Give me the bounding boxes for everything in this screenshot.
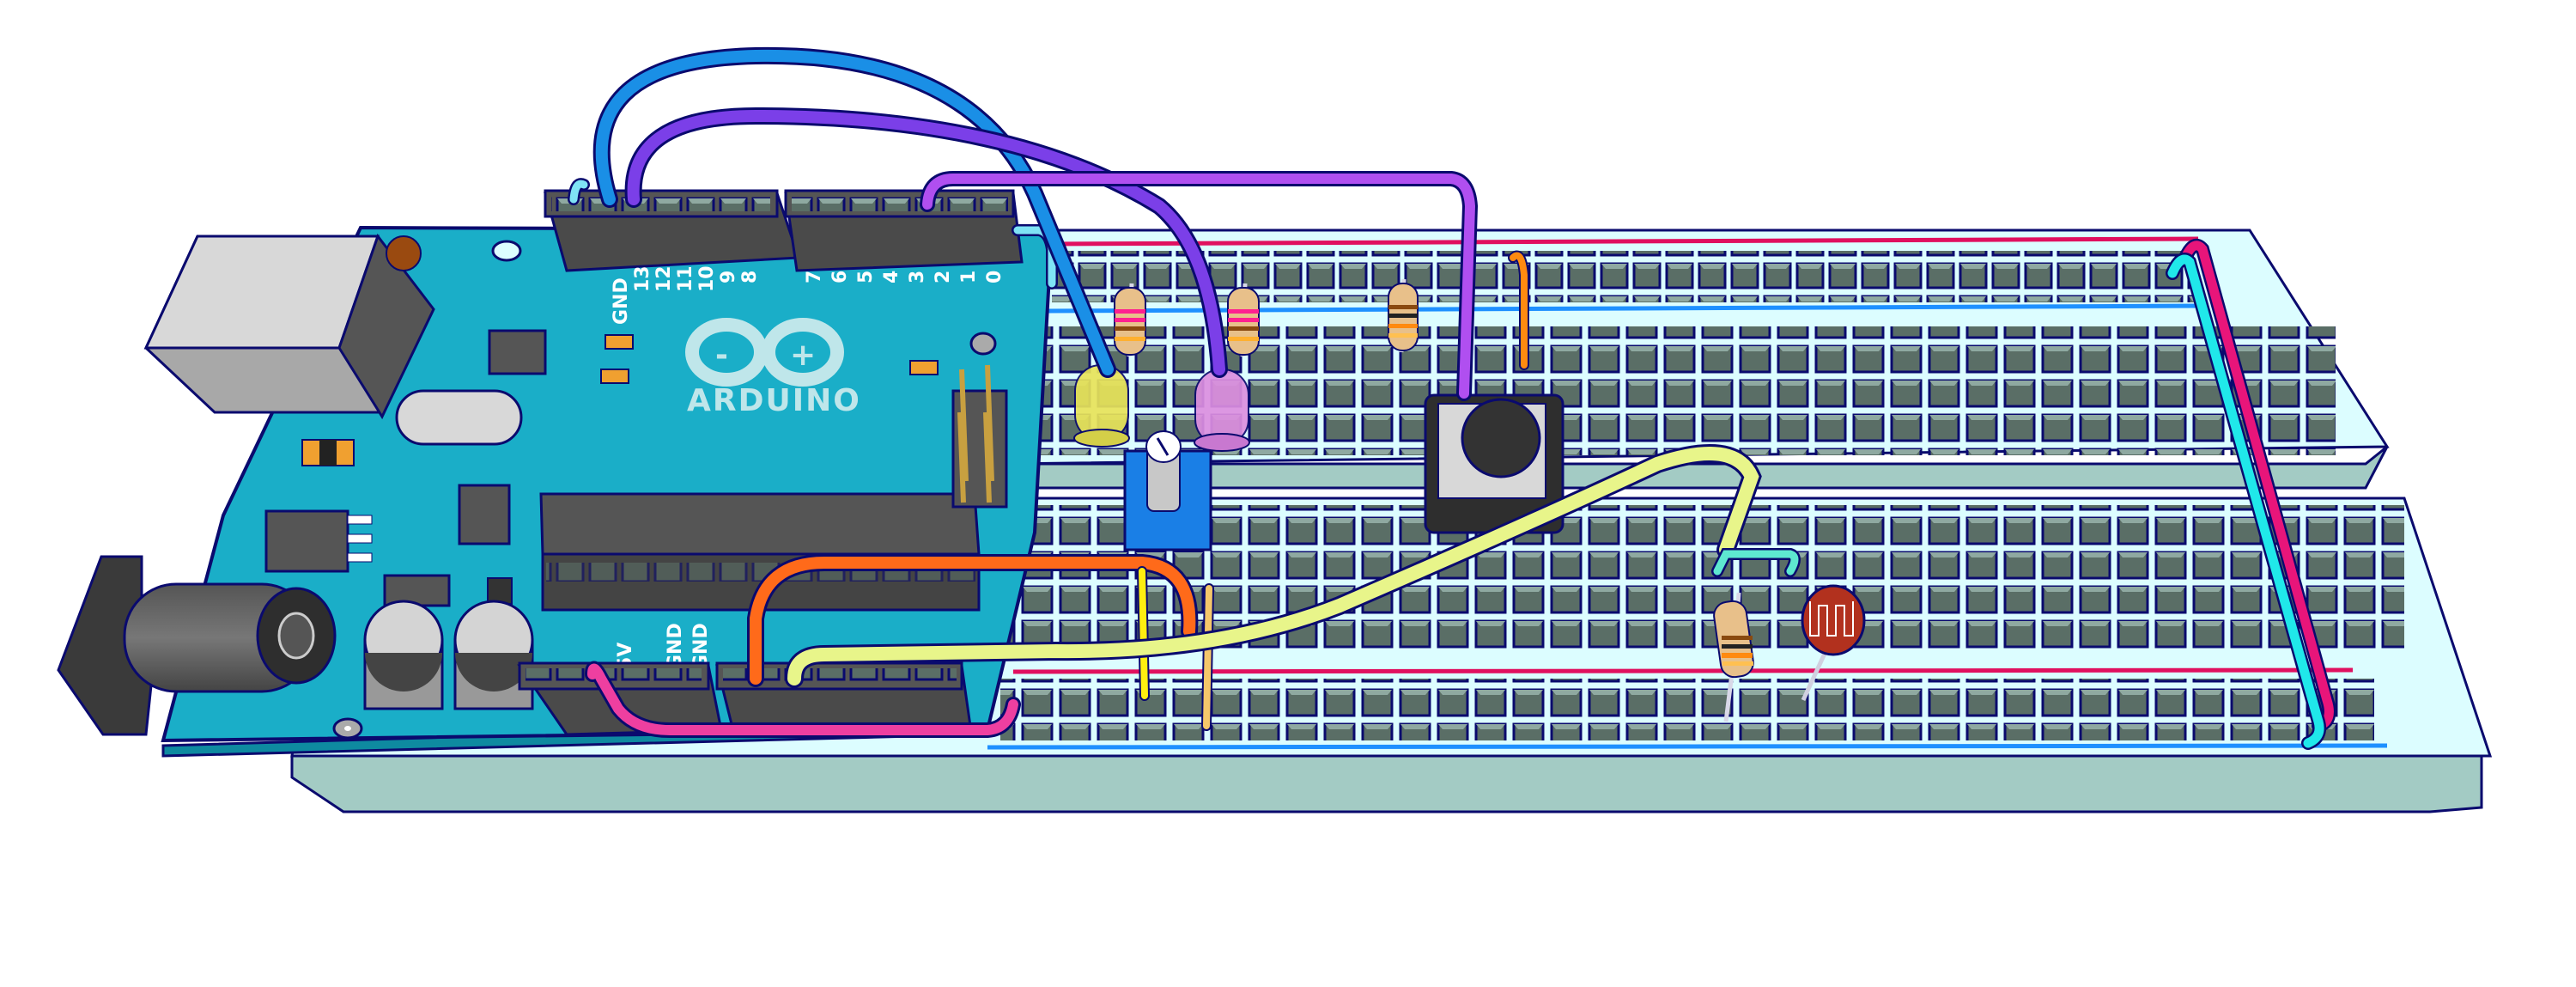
- pin-label: 13: [632, 265, 653, 292]
- bottom-red-rail: [1012, 667, 2354, 674]
- wire-tan-core: [1203, 585, 1212, 729]
- top-rail-holes: [1052, 251, 2194, 302]
- pin-label: 5: [855, 271, 877, 283]
- usb-chip: [488, 329, 547, 375]
- mounting-hole: [491, 240, 522, 262]
- regulator-pin: [347, 515, 373, 525]
- wire-lime-core: [787, 447, 1759, 685]
- bottom-blue-rail: [987, 743, 2388, 750]
- pushbutton: [1424, 393, 1564, 534]
- smd-resistor: [605, 334, 634, 350]
- wire-blue-core: [595, 49, 1114, 375]
- smd-resistor: [600, 369, 629, 384]
- digital-pin-labels-right: 7 6 5 4 3 2 1 0: [804, 271, 1005, 283]
- led-pink: [1194, 369, 1250, 452]
- pin-label: 4: [881, 271, 902, 283]
- pin-label: 3: [907, 271, 928, 283]
- wire-purple-core: [922, 174, 1476, 399]
- pin-label: 10: [696, 265, 718, 292]
- pin-label: 8: [739, 271, 761, 283]
- smd-resistor: [909, 360, 939, 375]
- logo-text: ARDUINO: [687, 383, 861, 418]
- opamp-chip: [458, 484, 511, 545]
- resistor: [1227, 283, 1260, 357]
- pin-label: 6: [829, 271, 851, 283]
- pin-label: 9: [718, 271, 739, 283]
- lower-terminal-holes: [996, 505, 2404, 651]
- wire-rail-red-core: [2180, 241, 2334, 731]
- smd-component: [383, 574, 451, 607]
- voltage-regulator: [264, 509, 349, 573]
- logo-minus: -: [715, 338, 730, 373]
- pin-label: 2: [933, 271, 954, 283]
- wire-orange-core: [750, 557, 1196, 685]
- pin-label: 0: [984, 271, 1005, 283]
- wire-orange-small-core: [1510, 252, 1528, 369]
- smd-component: [487, 577, 513, 605]
- mounting-hole: [344, 726, 351, 731]
- logo-plus: +: [790, 338, 817, 373]
- photoresistor: [1801, 584, 1866, 702]
- crystal-oscillator: [395, 389, 523, 446]
- wire-rail-cyan-core: [2167, 254, 2324, 748]
- reset-button: [386, 235, 422, 271]
- wire-violet-core: [627, 109, 1225, 375]
- electrolytic-capacitor: [453, 600, 534, 710]
- pin-label: 11: [675, 265, 696, 292]
- mounting-hole: [969, 332, 997, 356]
- digital-pin-labels-left: GND 13 12 11 10 9 8: [611, 265, 761, 325]
- digital-header-left: [544, 189, 801, 272]
- potentiometer: [1123, 430, 1212, 551]
- tantalum-capacitor-band: [319, 440, 337, 466]
- arduino-board: - + ARDUINO: [57, 189, 1054, 758]
- arduino-logo: - + ARDUINO: [685, 318, 861, 418]
- pin-label: 7: [804, 271, 825, 283]
- resistor: [1114, 283, 1146, 357]
- pin-label: GND: [611, 277, 632, 325]
- pin-label: 12: [653, 265, 675, 292]
- wires: [568, 46, 2336, 750]
- bottom-rail-holes: [1000, 679, 2374, 740]
- electrolytic-capacitor: [363, 600, 444, 710]
- dc-barrel-jack: [57, 555, 337, 736]
- breadboard-base-side: [290, 754, 2483, 813]
- pin-label: 1: [958, 271, 980, 283]
- regulator-pin: [347, 533, 373, 544]
- resistor: [1713, 592, 1754, 722]
- wire-teal-core: [1713, 550, 1799, 576]
- top-red-rail: [1047, 236, 2199, 247]
- wire-magenta-core: [587, 663, 1018, 735]
- icsp-header: [951, 364, 1008, 509]
- resistor: [1388, 278, 1419, 353]
- wire-lightblue-core: [569, 180, 588, 204]
- wire-yellow-core: [1139, 568, 1148, 699]
- usb-b-connector: [143, 233, 435, 420]
- led-yellow: [1073, 364, 1130, 448]
- digital-header-right: [784, 189, 1024, 272]
- regulator-pin: [347, 552, 373, 563]
